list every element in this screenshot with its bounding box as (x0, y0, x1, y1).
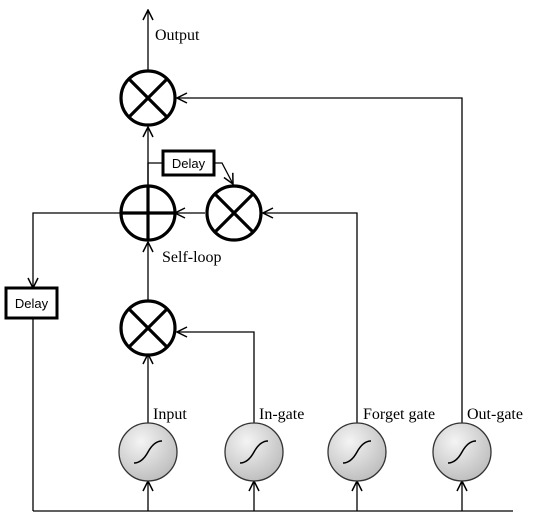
top-delay-box: Delay (161, 149, 216, 177)
multiply-icon (127, 77, 169, 119)
out-gate-unit (432, 422, 492, 482)
self-loop-label: Self-loop (162, 249, 222, 266)
sum-to-left-delay-arrow (33, 212, 120, 288)
top-delay-rect (161, 149, 216, 177)
left-delay-box: Delay (4, 286, 59, 320)
in-gate-unit (224, 422, 284, 482)
top-delay-to-forget-multiply-arrow (214, 162, 233, 184)
left-delay-label: Delay (15, 296, 49, 311)
in-gate-label: In-gate (259, 406, 304, 423)
sum-to-top-delay-line (147, 162, 163, 185)
forget-multiply-node (205, 184, 263, 242)
forget-gate-to-multiply-arrow (263, 213, 358, 423)
output-label: Output (155, 27, 200, 44)
sigmoid-icon (133, 440, 163, 464)
out-gate-label: Out-gate (467, 406, 523, 423)
sigmoid-icon (447, 440, 477, 464)
plus-icon (121, 186, 175, 240)
sigmoid-icon (342, 440, 372, 464)
input-multiply-node (119, 299, 177, 357)
multiply-icon (213, 192, 255, 234)
left-delay-rect (4, 286, 59, 320)
forget-gate-unit (327, 422, 387, 482)
input-label: Input (153, 406, 187, 423)
forget-gate-label: Forget gate (363, 406, 435, 423)
output-multiply-node (119, 69, 177, 127)
top-delay-label: Delay (172, 156, 206, 171)
in-gate-to-multiply-arrow (177, 332, 255, 423)
input-unit (118, 422, 178, 482)
out-gate-to-output-multiply-arrow (177, 98, 463, 423)
self-loop-sum-node (119, 184, 177, 242)
multiply-icon (127, 307, 169, 349)
connections (33, 10, 513, 512)
sigmoid-icon (239, 440, 269, 464)
